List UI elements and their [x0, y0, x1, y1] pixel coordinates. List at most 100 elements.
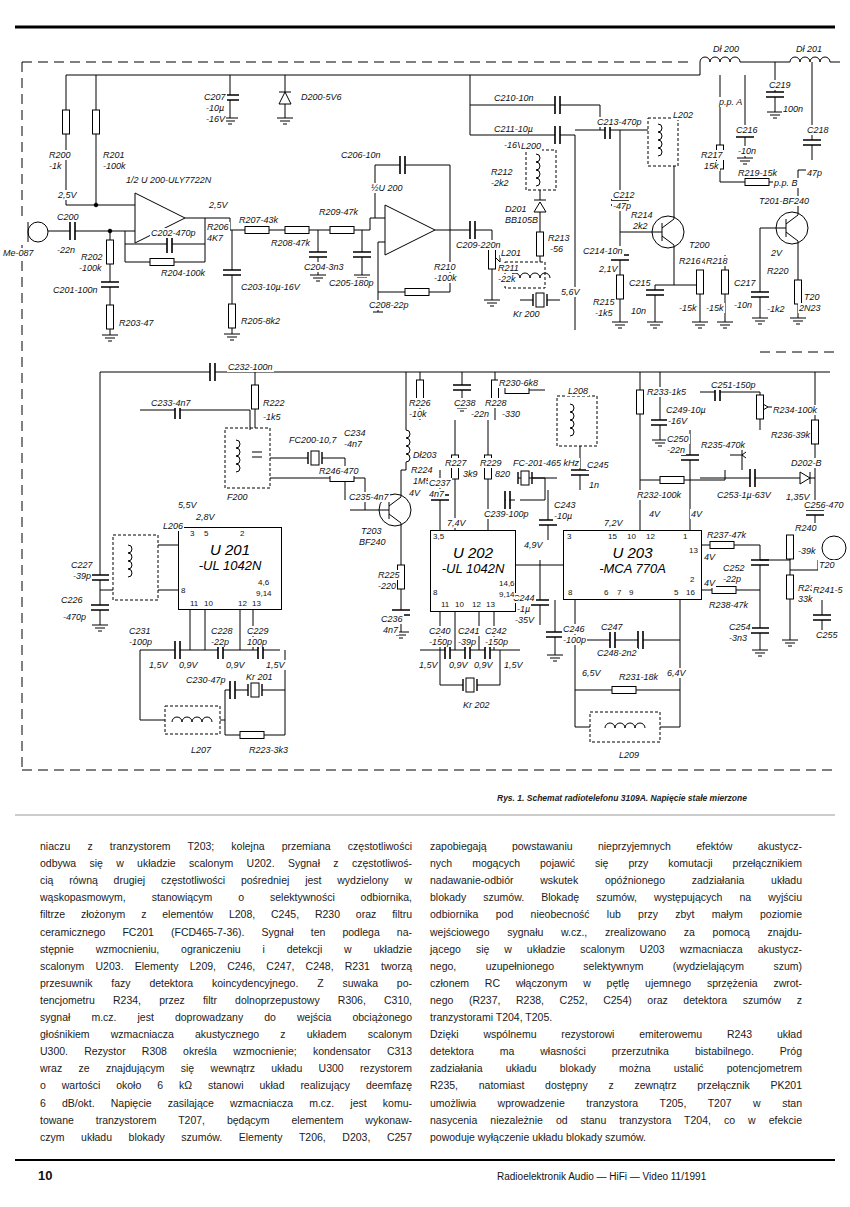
component-label: T203 [360, 526, 383, 536]
component-label: 4,9V [523, 540, 544, 550]
component-label: 4V [703, 578, 716, 588]
component-label: R232-100k [636, 490, 682, 500]
component-label: 1,5V [265, 660, 286, 670]
component-label: C235-4n7 [348, 492, 390, 502]
component-label: -1k [48, 161, 63, 171]
component-label: -10µ [553, 511, 573, 521]
component-label: D201 [504, 204, 528, 214]
component-label: C246 [562, 624, 586, 634]
body-text-line: zadziałania układu blokady można ustalić… [430, 1062, 802, 1075]
component-label: L208 [567, 386, 589, 396]
component-label: 820 [494, 469, 511, 479]
component-label: Kr 201 [245, 672, 274, 682]
component-label: L201 [500, 248, 522, 258]
component-label: -47p [612, 201, 632, 211]
ic-designator: U 203 [612, 545, 652, 562]
component-label: -150p [428, 637, 453, 647]
component-label: D202-B [790, 458, 823, 468]
component-label: C208-22p [368, 300, 410, 310]
body-text-line: umożliwia wprowadzenie tranzystora T205,… [430, 1097, 802, 1110]
component-label: L206 [162, 521, 184, 531]
pin-number: 12 [472, 600, 481, 609]
pin-number: 13 [486, 600, 495, 609]
pin-number: 11 [190, 599, 198, 608]
ic-type: -MCA 770A [599, 562, 666, 576]
component-label: F200 [226, 492, 249, 502]
component-label: C230-47p [185, 675, 227, 685]
component-label: Me-087 [2, 248, 35, 258]
component-label: R217 [700, 150, 724, 160]
component-label: -100p [128, 637, 153, 647]
body-text-line: powoduje wyłączenie układu blokady szumó… [430, 1131, 802, 1144]
component-label: -22p [210, 637, 230, 647]
component-label: L209 [618, 750, 640, 760]
component-label: R234-100k [772, 405, 818, 415]
component-label: 2V [770, 248, 783, 258]
component-label: C212 [612, 190, 636, 200]
component-label: -330 [501, 409, 521, 419]
component-label: -470p [62, 612, 87, 622]
component-label: R225 [377, 570, 401, 580]
component-label: C242 [484, 626, 508, 636]
component-label: R236-39k [770, 430, 811, 440]
component-label: R200 [48, 150, 72, 160]
component-label: C217 [733, 278, 757, 288]
pin-number: 8 [568, 588, 572, 597]
component-label: -1k5 [262, 412, 282, 422]
component-label: C232-100n [227, 362, 274, 372]
component-label: C211-10µ [493, 124, 534, 134]
component-label: 3k9 [462, 469, 479, 479]
component-label: -22n [56, 245, 76, 255]
component-label: 47p [806, 168, 823, 178]
component-label: R206 [206, 222, 230, 232]
component-label: C210-10n [493, 93, 535, 103]
component-label: C237 [428, 478, 452, 488]
pin-number: 3 [567, 532, 571, 541]
component-label: R205-8k2 [240, 316, 281, 326]
component-label: ½U 200 [370, 183, 404, 193]
component-label: C205-180p [328, 278, 375, 288]
component-label: R218 [705, 256, 729, 266]
component-label: 1,5V [503, 660, 524, 670]
component-label: p.p. A [718, 97, 743, 107]
component-label: R228 [484, 398, 508, 408]
pin-number: 8 [433, 588, 437, 597]
component-label: 5,6V [560, 287, 581, 297]
component-label: -56 [549, 244, 564, 254]
pin-number: 16 [686, 588, 695, 597]
body-text-line: przesuwnik fazy detektora koincydencyjne… [40, 977, 412, 990]
component-label: C214-10n [582, 246, 624, 256]
component-label: -1µ [516, 604, 531, 614]
component-label: -22n [470, 409, 490, 419]
body-text-line: tencjometru R234, przez filtr dolnoprzep… [40, 994, 412, 1007]
component-label: Dł 201 [795, 44, 823, 54]
component-label: -22n [666, 445, 686, 455]
component-label: R230-6k8 [498, 378, 539, 388]
component-label: C218 [806, 125, 830, 135]
body-text-line: jącego się w układzie scalonym U203 wzma… [430, 943, 802, 956]
component-label: D200-5V6 [300, 92, 343, 102]
component-label: T20 [818, 560, 836, 570]
component-label: -15k [705, 303, 725, 313]
pin-number: 2 [690, 575, 694, 584]
component-label: -1k5 [594, 308, 614, 318]
component-label: C252 [722, 563, 746, 573]
body-text-line: sygnał m.cz. jest doprowadzany do wejści… [40, 1011, 412, 1024]
body-text-line: filtrze złożonym z elementów L208, C245,… [40, 908, 412, 921]
component-label: C215 [628, 278, 652, 288]
component-label: R210 [433, 262, 457, 272]
component-label: -150p [484, 637, 509, 647]
component-label: Dł203 [412, 450, 438, 460]
body-text-line: odbywa się w układzie scalonym U202. Syg… [40, 857, 412, 870]
component-label: R215 [592, 297, 616, 307]
component-label: C233-4n7 [150, 398, 192, 408]
component-label: R219-15k [737, 168, 778, 178]
body-text-line: członem RC włączonym w pętlę ujemnego sp… [430, 977, 802, 990]
component-label: 4K7 [206, 233, 224, 243]
component-label: BB105B [504, 215, 539, 225]
component-label: -39p [457, 637, 477, 647]
component-label: 10n [630, 306, 647, 316]
component-label: FC200-10,7 [288, 435, 338, 445]
pin-number: 10 [204, 599, 213, 608]
component-label: R246-470 [318, 466, 360, 476]
